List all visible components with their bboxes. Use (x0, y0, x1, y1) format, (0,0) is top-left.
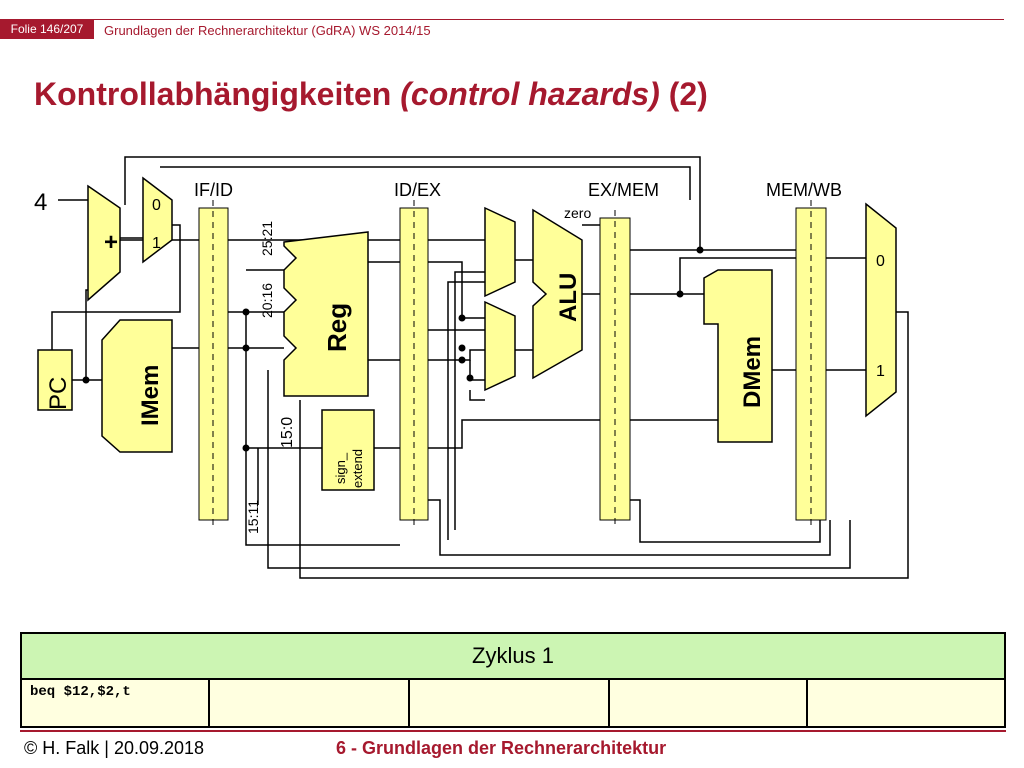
pc-mux-input-1: 1 (152, 235, 161, 252)
alu-label: ALU (555, 273, 582, 322)
field-25-21: 25:21 (259, 221, 275, 256)
label-if-id: IF/ID (194, 180, 233, 200)
constant-four: 4 (34, 189, 47, 216)
label-mem-wb: MEM/WB (766, 180, 842, 200)
reg-label: Reg (322, 303, 352, 352)
pc-adder (87, 184, 121, 302)
label-ex-mem: EX/MEM (588, 180, 659, 200)
stage-cell-1 (208, 678, 410, 728)
field-15-11: 15:11 (245, 500, 261, 534)
register-file (283, 231, 369, 397)
wb-mux-input-1: 1 (876, 363, 885, 380)
dmem-label: DMem (739, 336, 766, 408)
instruction-cell: beq $12,$2,t (20, 678, 210, 728)
table-row: beq $12,$2,t (20, 678, 1006, 728)
title-italic: (control hazards) (400, 76, 660, 112)
header-rule (0, 19, 1004, 20)
pipeline-register-if-id (198, 207, 229, 521)
stage-cell-4 (806, 678, 1006, 728)
footer-chapter: 6 - Grundlagen der Rechnerarchitektur (336, 738, 667, 758)
pc-mux (142, 176, 173, 264)
pipeline-register-id-ex (399, 207, 429, 521)
field-15-0: 15:0 (279, 417, 296, 448)
program-counter (37, 349, 73, 411)
pipeline-register-mem-wb (795, 207, 827, 521)
data-memory (703, 269, 773, 443)
alu-mux-b (484, 300, 516, 392)
adder-plus-sign: + (104, 229, 118, 256)
slide-title: Kontrollabhängigkeiten (control hazards)… (34, 76, 708, 113)
zero-label: zero (564, 205, 591, 221)
label-id-ex: ID/EX (394, 180, 441, 200)
stage-cell-3 (608, 678, 808, 728)
alu (532, 208, 583, 380)
sign-extend-label-2: extend (350, 449, 365, 488)
cycle-header: Zyklus 1 (20, 632, 1006, 680)
pipeline-cycle-table: Zyklus 1 beq $12,$2,t (20, 632, 1006, 728)
sign-extend-unit (321, 409, 375, 491)
footer-rule (20, 730, 1006, 732)
alu-mux-a (484, 206, 516, 298)
sign-extend-label-1: sign_ (333, 452, 348, 484)
writeback-mux (865, 202, 897, 418)
title-prefix: Kontrollabhängigkeiten (34, 76, 401, 112)
footer-author-date: © H. Falk | 20.09.2018 (24, 738, 205, 758)
pipeline-datapath-diagram: 4 + 0 1 PC IMem IF/ID ID/EX EX/MEM MEM/W… (34, 156, 909, 579)
pc-label: PC (45, 377, 72, 410)
wb-mux-input-0: 0 (876, 253, 885, 270)
pc-mux-input-0: 0 (152, 197, 161, 214)
instruction-memory (101, 319, 173, 453)
course-title: Grundlagen der Rechnerarchitektur (GdRA)… (104, 23, 431, 38)
title-suffix: (2) (659, 76, 708, 112)
stage-cell-2 (408, 678, 610, 728)
imem-label: IMem (137, 365, 164, 426)
field-20-16: 20:16 (259, 283, 275, 318)
slide-number: Folie 146/207 (0, 20, 94, 39)
